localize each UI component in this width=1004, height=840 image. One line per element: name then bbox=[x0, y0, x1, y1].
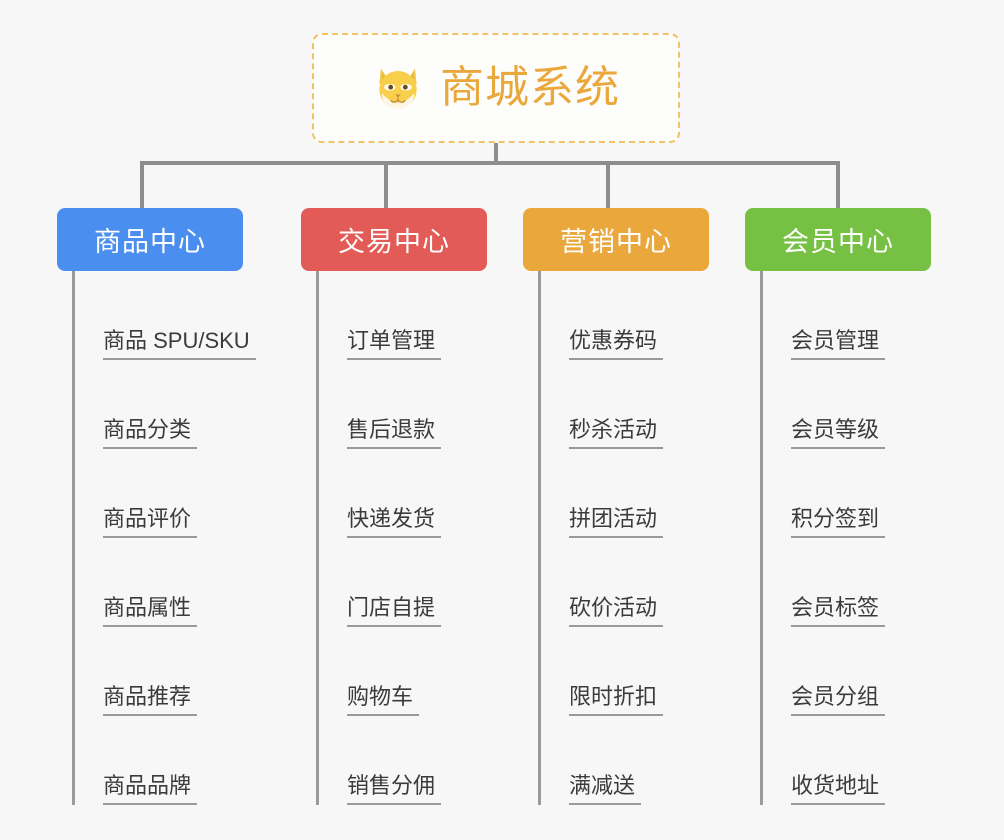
list-item[interactable]: 商品品牌 bbox=[75, 716, 243, 805]
list-item-label: 会员标签 bbox=[791, 595, 886, 627]
branch-header-label-4: 会员中心 bbox=[782, 227, 894, 257]
branch-header-label-3: 营销中心 bbox=[560, 227, 672, 257]
shiba-dog-face-icon bbox=[372, 62, 424, 114]
list-item-label: 门店自提 bbox=[347, 595, 442, 627]
list-item[interactable]: 商品推荐 bbox=[75, 627, 243, 716]
list-item-label: 砍价活动 bbox=[569, 595, 664, 627]
list-item-label: 快递发货 bbox=[347, 506, 442, 538]
list-item-label: 商品属性 bbox=[103, 595, 198, 627]
list-item-label: 收货地址 bbox=[791, 773, 886, 805]
list-item[interactable]: 购物车 bbox=[319, 627, 487, 716]
list-item-label: 订单管理 bbox=[347, 328, 442, 360]
branch-column-1: 商品中心 商品 SPU/SKU 商品分类 商品评价 商品属性 商品推荐 商品品牌 bbox=[57, 208, 256, 805]
list-item-label: 满减送 bbox=[569, 773, 642, 805]
branch-header-1[interactable]: 商品中心 bbox=[57, 208, 243, 271]
list-item[interactable]: 商品属性 bbox=[75, 538, 243, 627]
branch-body-4: 会员管理 会员等级 积分签到 会员标签 会员分组 收货地址 bbox=[760, 271, 931, 805]
list-item[interactable]: 拼团活动 bbox=[541, 449, 709, 538]
root-node-title: 商城系统 bbox=[440, 63, 620, 112]
list-item-label: 优惠券码 bbox=[569, 328, 664, 360]
connector-drop-1 bbox=[140, 161, 144, 208]
branch-column-2: 交易中心 订单管理 售后退款 快递发货 门店自提 购物车 销售分佣 bbox=[301, 208, 487, 805]
list-item[interactable]: 秒杀活动 bbox=[541, 360, 709, 449]
list-item[interactable]: 砍价活动 bbox=[541, 538, 709, 627]
list-item[interactable]: 销售分佣 bbox=[319, 716, 487, 805]
list-item[interactable]: 会员标签 bbox=[763, 538, 931, 627]
list-item[interactable]: 售后退款 bbox=[319, 360, 487, 449]
list-item-label: 会员分组 bbox=[791, 684, 886, 716]
branch-body-3: 优惠券码 秒杀活动 拼团活动 砍价活动 限时折扣 满减送 bbox=[538, 271, 709, 805]
connector-drop-3 bbox=[606, 161, 610, 208]
list-item[interactable]: 商品分类 bbox=[75, 360, 243, 449]
branch-column-3: 营销中心 优惠券码 秒杀活动 拼团活动 砍价活动 限时折扣 满减送 bbox=[523, 208, 709, 805]
branch-header-label-2: 交易中心 bbox=[338, 227, 450, 257]
list-item-label: 商品分类 bbox=[103, 417, 198, 449]
list-item-label: 销售分佣 bbox=[347, 773, 442, 805]
connector-drop-4 bbox=[836, 161, 840, 208]
list-item[interactable]: 收货地址 bbox=[763, 716, 931, 805]
list-item-label: 商品品牌 bbox=[103, 773, 198, 805]
connector-root-vertical bbox=[494, 143, 498, 164]
list-item[interactable]: 订单管理 bbox=[319, 271, 487, 360]
list-item[interactable]: 会员管理 bbox=[763, 271, 931, 360]
list-item-label: 秒杀活动 bbox=[569, 417, 664, 449]
list-item-label: 会员等级 bbox=[791, 417, 886, 449]
list-item[interactable]: 会员分组 bbox=[763, 627, 931, 716]
list-item-label: 售后退款 bbox=[347, 417, 442, 449]
list-item[interactable]: 快递发货 bbox=[319, 449, 487, 538]
list-item[interactable]: 商品评价 bbox=[75, 449, 243, 538]
branch-body-1: 商品 SPU/SKU 商品分类 商品评价 商品属性 商品推荐 商品品牌 bbox=[72, 271, 256, 805]
list-item-label: 商品评价 bbox=[103, 506, 198, 538]
list-item-label: 会员管理 bbox=[791, 328, 886, 360]
list-item[interactable]: 积分签到 bbox=[763, 449, 931, 538]
list-item-label: 积分签到 bbox=[791, 506, 886, 538]
branch-column-4: 会员中心 会员管理 会员等级 积分签到 会员标签 会员分组 收货地址 bbox=[745, 208, 931, 805]
connector-drop-2 bbox=[384, 161, 388, 208]
list-item-label: 拼团活动 bbox=[569, 506, 664, 538]
branch-body-2: 订单管理 售后退款 快递发货 门店自提 购物车 销售分佣 bbox=[316, 271, 487, 805]
branch-header-4[interactable]: 会员中心 bbox=[745, 208, 931, 271]
branch-header-2[interactable]: 交易中心 bbox=[301, 208, 487, 271]
branch-header-3[interactable]: 营销中心 bbox=[523, 208, 709, 271]
list-item[interactable]: 满减送 bbox=[541, 716, 709, 805]
list-item-label: 商品推荐 bbox=[103, 684, 198, 716]
list-item-label: 商品 SPU/SKU bbox=[103, 328, 256, 360]
branch-header-label-1: 商品中心 bbox=[94, 227, 206, 257]
list-item[interactable]: 限时折扣 bbox=[541, 627, 709, 716]
list-item-label: 限时折扣 bbox=[569, 684, 664, 716]
list-item[interactable]: 会员等级 bbox=[763, 360, 931, 449]
list-item[interactable]: 优惠券码 bbox=[541, 271, 709, 360]
list-item[interactable]: 商品 SPU/SKU bbox=[75, 271, 256, 360]
connector-horizontal-bus bbox=[140, 161, 840, 165]
root-node-shop-system[interactable]: 商城系统 bbox=[312, 33, 680, 143]
list-item-label: 购物车 bbox=[347, 684, 420, 716]
list-item[interactable]: 门店自提 bbox=[319, 538, 487, 627]
